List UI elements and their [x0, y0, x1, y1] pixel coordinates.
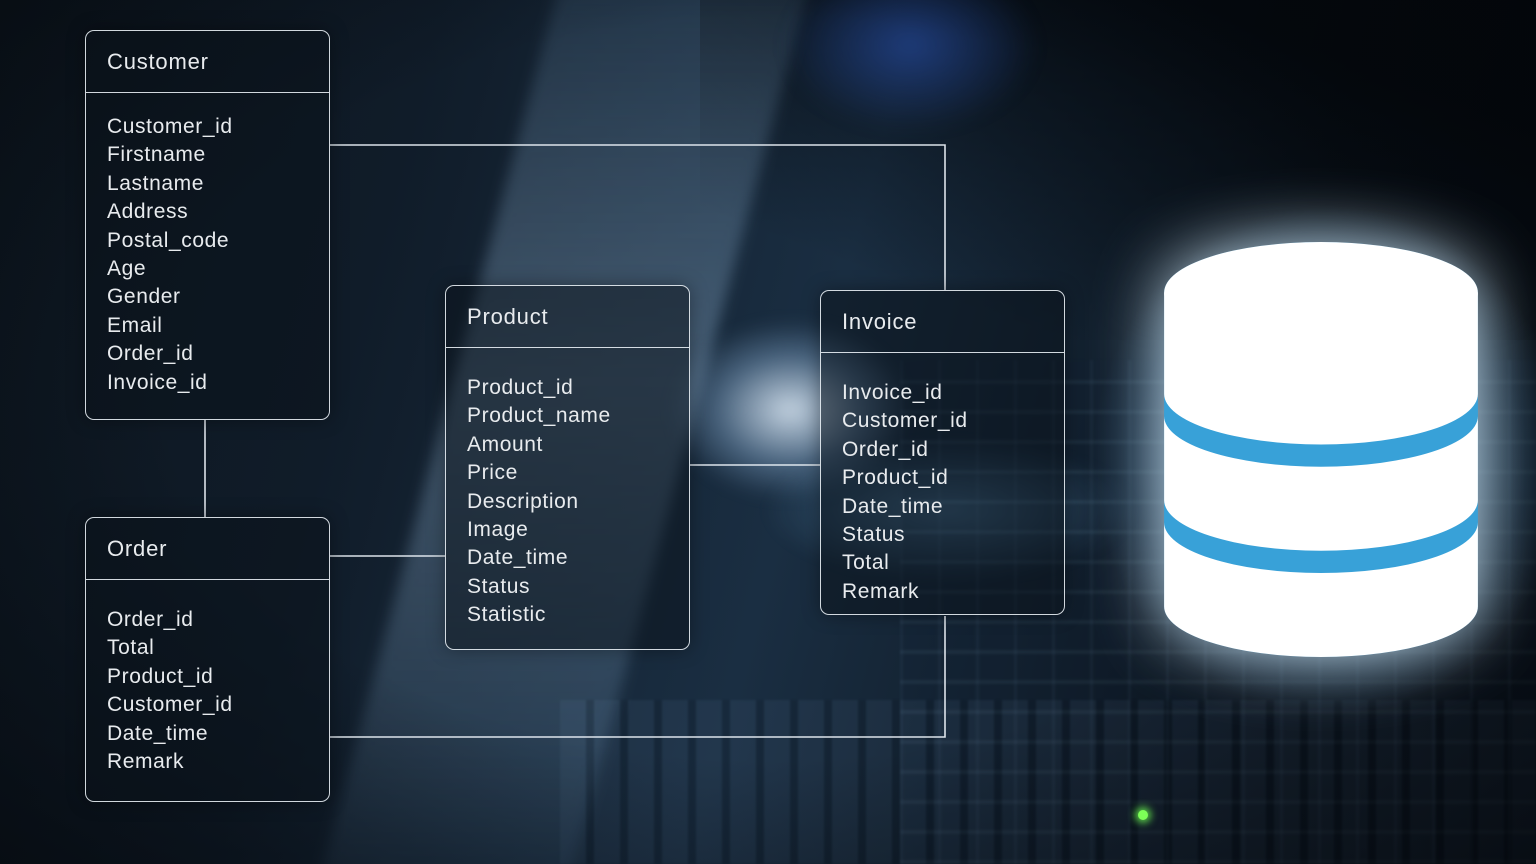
table-field: Product_id	[842, 466, 949, 490]
table-field: Age	[107, 257, 147, 281]
table-field: Price	[467, 461, 518, 485]
table-field: Address	[107, 200, 189, 224]
table-field: Firstname	[107, 143, 206, 167]
table-field: Description	[467, 489, 579, 513]
table-field: Product_id	[467, 376, 574, 399]
table-field: Customer_id	[107, 693, 233, 717]
table-field: Postal_code	[107, 228, 230, 252]
table-field: Order_id	[107, 608, 194, 631]
line-customer-invoice	[330, 144, 946, 290]
table-field: Status	[842, 523, 906, 547]
table-field: Remark	[107, 750, 185, 774]
table-field: Product_name	[467, 404, 611, 428]
table-field: Date_time	[842, 494, 944, 518]
table-field: Customer_id	[107, 115, 233, 138]
table-field: Customer_id	[842, 409, 968, 433]
table-field: Status	[467, 574, 531, 598]
table-field: Total	[107, 636, 155, 660]
table-field: Statistic	[467, 603, 546, 627]
table-field: Image	[467, 518, 529, 542]
table-product-title: Product	[446, 286, 689, 348]
table-field: Order_id	[842, 437, 929, 461]
database-cylinder-icon	[1164, 242, 1478, 657]
table-customer-title: Customer	[86, 31, 329, 93]
table-field: Total	[842, 551, 890, 575]
table-field: Lastname	[107, 171, 205, 195]
table-field: Date_time	[467, 546, 569, 570]
table-field: Order_id	[107, 342, 194, 366]
table-order-title: Order	[86, 518, 329, 580]
table-field: Remark	[842, 579, 920, 603]
table-invoice-title: Invoice	[821, 291, 1064, 353]
table-field: Invoice_id	[842, 381, 943, 404]
table-field: Email	[107, 313, 163, 337]
table-field: Date_time	[107, 721, 209, 745]
table-field: Amount	[467, 432, 543, 456]
table-field: Invoice_id	[107, 370, 208, 394]
table-field: Gender	[107, 285, 181, 309]
table-field: Product_id	[107, 664, 214, 688]
